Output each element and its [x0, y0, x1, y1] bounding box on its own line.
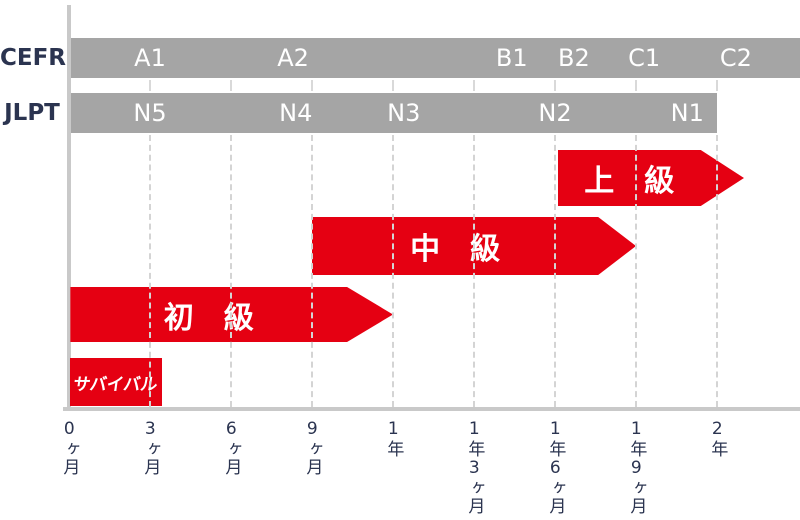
- jlpt-bar: [71, 93, 717, 133]
- axis-tick: [392, 80, 394, 91]
- x-axis-line: [63, 407, 800, 411]
- cefr-level-label: A2: [277, 44, 309, 72]
- cefr-level-label: C2: [719, 44, 752, 72]
- stage-label-advanced: 上 級: [584, 164, 675, 199]
- jlpt-level-label: N5: [133, 99, 167, 127]
- stage-label-intermediate: 中 級: [410, 232, 501, 267]
- x-axis-label: 2年: [707, 419, 728, 458]
- axis-tick: [149, 80, 151, 91]
- cefr-bar: [71, 38, 800, 78]
- gridline: [473, 135, 475, 407]
- axis-tick: [473, 80, 475, 91]
- jlpt-row-label: JLPT: [4, 100, 60, 126]
- cefr-level-label: C1: [628, 44, 661, 72]
- y-axis-line: [67, 5, 71, 411]
- x-axis-label: 1年3ヶ月: [464, 419, 485, 515]
- axis-tick: [554, 80, 556, 91]
- jlpt-level-label: N3: [387, 99, 421, 127]
- gridline: [392, 135, 394, 407]
- axis-tick: [230, 80, 232, 91]
- x-axis-label: 6ヶ月: [221, 419, 242, 476]
- stage-arrow-advanced: 上 級: [557, 150, 744, 206]
- jlpt-level-label: N1: [670, 99, 704, 127]
- gridline: [554, 135, 556, 407]
- gridline: [149, 135, 151, 407]
- gridline: [311, 135, 313, 407]
- jlpt-level-label: N2: [538, 99, 572, 127]
- x-axis-label: 1年6ヶ月: [545, 419, 566, 515]
- stage-box-survival: サバイバル: [70, 358, 162, 406]
- x-axis-label: 1年9ヶ月: [626, 419, 647, 515]
- axis-tick: [635, 80, 637, 91]
- axis-tick: [311, 80, 313, 91]
- stage-label-beginner: 初 級: [163, 300, 254, 336]
- cefr-level-label: A1: [134, 44, 166, 72]
- axis-tick: [716, 80, 718, 91]
- gridline: [635, 135, 637, 407]
- jlpt-level-label: N4: [279, 99, 313, 127]
- cefr-level-label: B2: [558, 44, 590, 72]
- cefr-level-label: B1: [495, 44, 528, 72]
- x-axis-label: 1年: [383, 419, 404, 458]
- gridline: [716, 135, 718, 407]
- x-axis-label: 9ヶ月: [302, 419, 323, 476]
- cefr-row-label: CEFR: [0, 45, 67, 71]
- gridline: [230, 135, 232, 407]
- x-axis-label: 3ヶ月: [140, 419, 161, 476]
- x-axis-label: 0ヶ月: [59, 419, 80, 476]
